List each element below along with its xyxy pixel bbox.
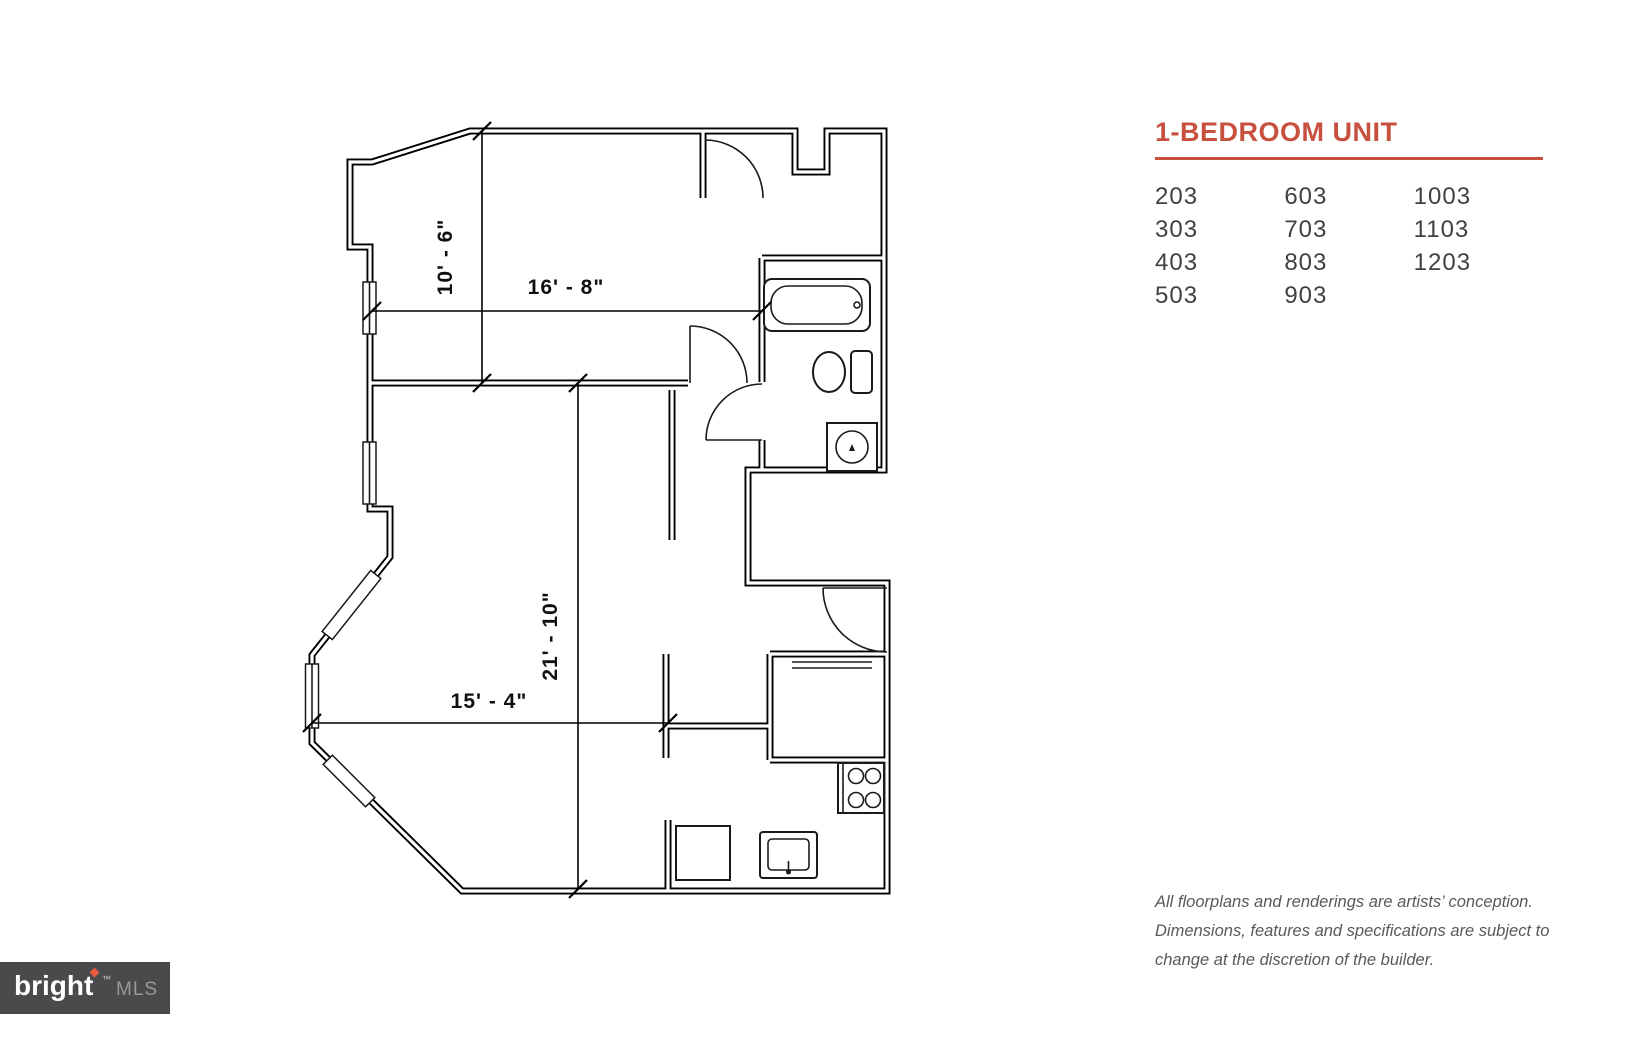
exterior-wall <box>308 127 891 895</box>
unit-number: 203 <box>1155 183 1199 210</box>
unit-number: 403 <box>1155 249 1199 276</box>
dim-bedroom-depth: 10' - 6" <box>434 219 457 296</box>
kitchen-sink-icon <box>759 831 818 879</box>
bright-mls-logo: bright ™ MLS <box>0 962 170 1014</box>
toilet-bowl-icon <box>812 351 846 393</box>
unit-number: 503 <box>1155 282 1199 309</box>
unit-column-1: 203 303 403 503 <box>1155 180 1284 312</box>
page-title: 1-BEDROOM UNIT <box>1155 117 1398 147</box>
disclaimer-line: All floorplans and renderings are artist… <box>1155 893 1533 911</box>
logo-brand-text: bright <box>14 970 94 1001</box>
dim-living-width: 15' - 4" <box>451 690 528 713</box>
unit-number: 1203 <box>1413 249 1472 276</box>
entry-door-icon <box>704 139 764 199</box>
disclaimer-line: Dimensions, features and specifications … <box>1155 922 1550 940</box>
dim-bedroom-width: 16' - 8" <box>528 276 605 299</box>
bathtub-icon <box>763 278 871 332</box>
logo-mls-text: MLS <box>116 979 159 1000</box>
toilet-tank-icon <box>850 350 873 394</box>
disclaimer-line: change at the discretion of the builder. <box>1155 951 1435 969</box>
title-underline <box>1155 157 1543 160</box>
unit-number: 803 <box>1284 249 1328 276</box>
walls <box>308 127 891 895</box>
closet-shelf <box>792 661 872 669</box>
logo-trademark: ™ <box>102 974 111 984</box>
unit-number: 603 <box>1284 183 1328 210</box>
unit-column-2: 603 703 803 903 <box>1284 180 1413 312</box>
dimension-lines <box>302 121 772 899</box>
floor-plan: 10' - 6" 16' - 8" 21' - 10" 15' - 4" <box>302 121 891 899</box>
unit-number: 303 <box>1155 216 1199 243</box>
unit-number: 903 <box>1284 282 1328 309</box>
window-icon <box>321 569 382 641</box>
unit-number: 703 <box>1284 216 1328 243</box>
unit-number-grid: 203 303 403 503 603 703 803 903 1003 110… <box>1155 180 1543 312</box>
window-icon <box>322 754 376 808</box>
doors <box>689 139 888 653</box>
kitchen-fixtures <box>675 762 885 881</box>
unit-number: 1103 <box>1413 216 1470 243</box>
unit-number: 1003 <box>1413 183 1472 210</box>
cabinet-icon <box>675 825 731 881</box>
unit-panel: 1-BEDROOM UNIT 203 303 403 503 603 703 8… <box>1155 117 1543 312</box>
unit-column-3: 1003 1103 1203 <box>1414 180 1543 312</box>
dimension-labels: 10' - 6" 16' - 8" 21' - 10" 15' - 4" <box>434 219 605 713</box>
bathroom-fixtures <box>763 278 878 472</box>
dim-living-depth: 21' - 10" <box>539 591 562 680</box>
disclaimer: All floorplans and renderings are artist… <box>1155 888 1565 975</box>
